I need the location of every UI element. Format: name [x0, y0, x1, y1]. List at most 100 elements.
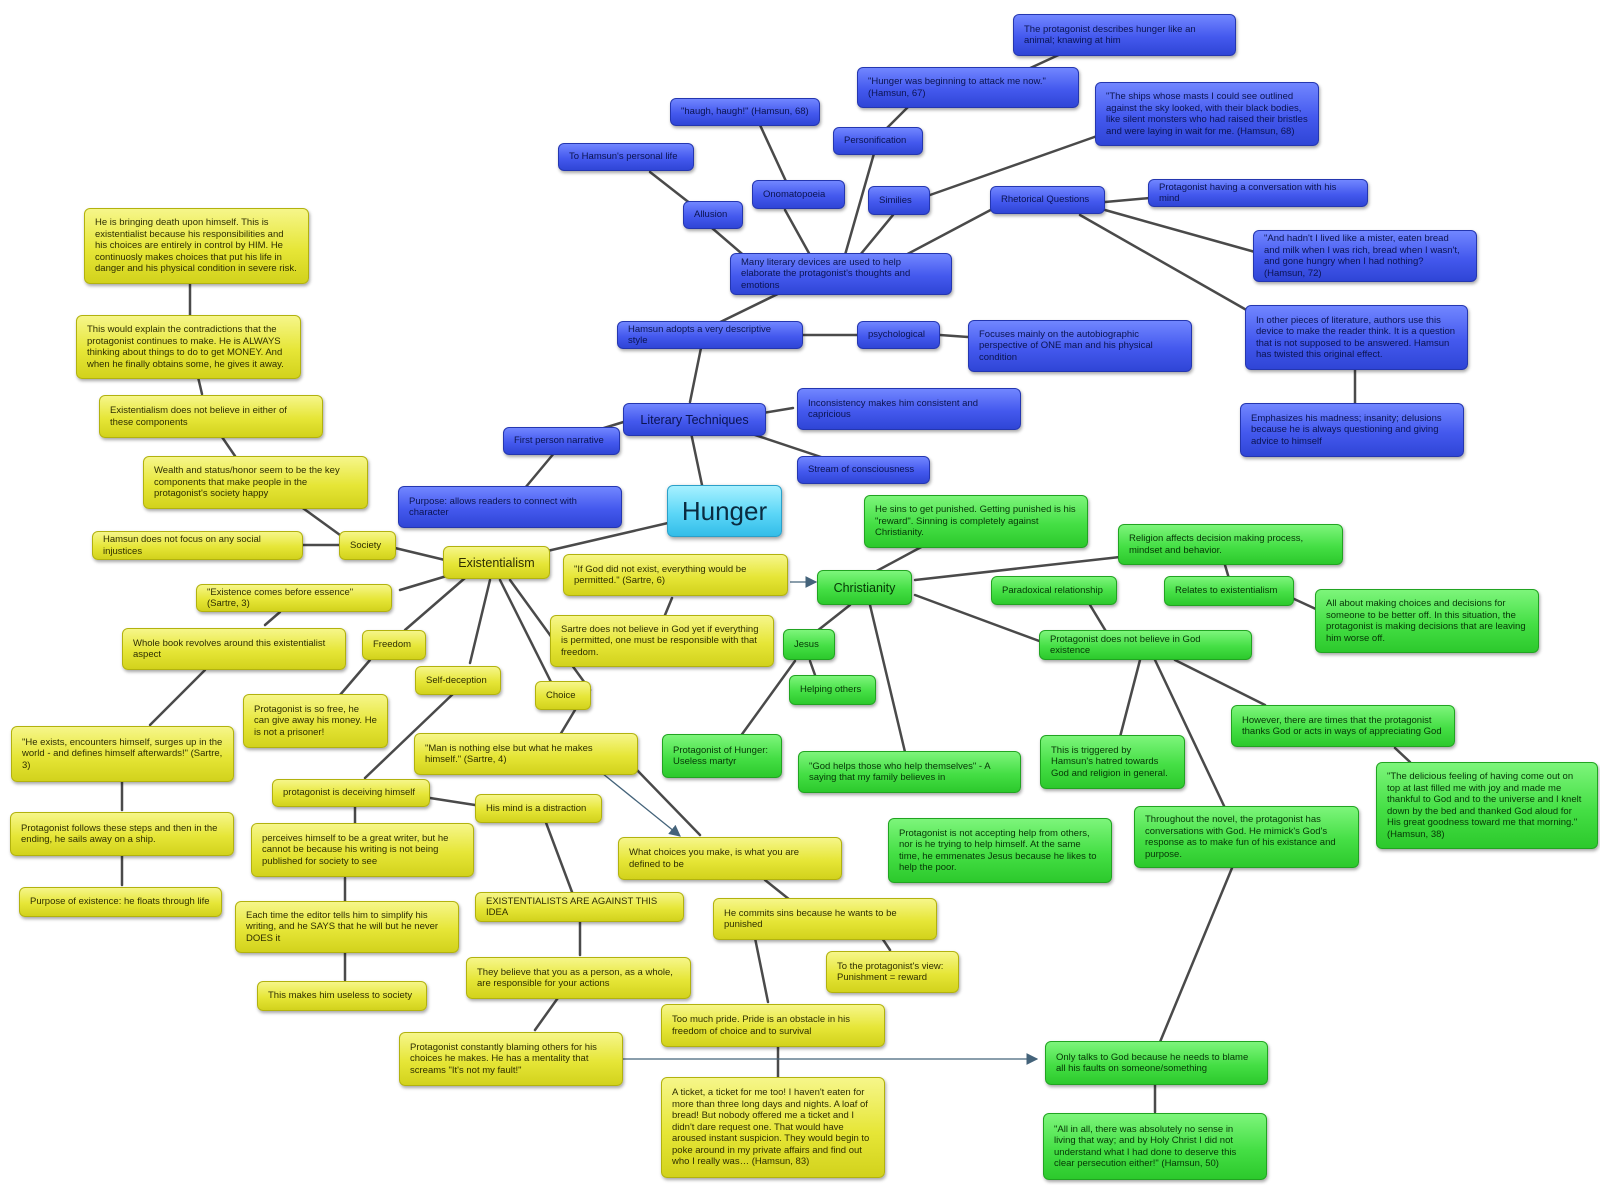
node-hunger-animal[interactable]: The protagonist describes hunger like an…	[1013, 14, 1236, 56]
node-society[interactable]: Society	[339, 531, 396, 560]
link-wealth-society	[298, 504, 342, 537]
node-conversation-mind[interactable]: Protagonist having a conversation with h…	[1148, 179, 1368, 207]
link-hunger-exi	[528, 521, 670, 557]
link-devices-onomat	[783, 208, 812, 257]
link-rhet-other	[1078, 213, 1252, 314]
node-stream-consciousness[interactable]: Stream of consciousness	[797, 456, 930, 484]
node-literary-devices[interactable]: Many literary devices are used to help e…	[730, 253, 952, 295]
link-chr-helps	[868, 603, 907, 754]
node-useless-martyr[interactable]: Protagonist of Hunger: Useless martyr	[662, 734, 782, 778]
node-blaming-others[interactable]: Protagonist constantly blaming others fo…	[399, 1032, 623, 1086]
node-ticket-quote[interactable]: A ticket, a ticket for me too! I haven't…	[661, 1077, 885, 1178]
node-thanks-god[interactable]: However, there are times that the protag…	[1231, 705, 1455, 747]
link-man-choices	[633, 766, 702, 837]
node-against-idea[interactable]: EXISTENTIALISTS ARE AGAINST THIS IDEA	[475, 892, 684, 922]
node-blame-faults[interactable]: Only talks to God because he needs to bl…	[1045, 1041, 1268, 1085]
link-notbelieve-thanks	[1173, 658, 1267, 707]
node-religion-affects[interactable]: Religion affects decision making process…	[1118, 524, 1343, 565]
node-conversations-god[interactable]: Throughout the novel, the protagonist ha…	[1134, 806, 1359, 868]
link-choices-sins	[763, 878, 792, 902]
node-christianity[interactable]: Christianity	[817, 570, 912, 605]
node-existentialism[interactable]: Existentialism	[443, 546, 550, 579]
node-god-helps-quote[interactable]: "God helps those who help themselves" - …	[798, 751, 1021, 793]
node-jesus[interactable]: Jesus	[783, 629, 835, 660]
node-wealth-status[interactable]: Wealth and status/honor seem to be the k…	[143, 456, 368, 509]
node-all-in-all-quote[interactable]: "All in all, there was absolutely no sen…	[1043, 1113, 1267, 1180]
link-lit-descr	[688, 341, 704, 404]
link-notbelieve-throughout	[1153, 658, 1227, 810]
node-deceiving-himself[interactable]: protagonist is deceiving himself	[272, 779, 430, 807]
link-psych-auto	[938, 333, 970, 339]
node-triggered-hatred[interactable]: This is triggered by Hamsun's hatred tow…	[1040, 735, 1185, 789]
node-hunger-attack-quote[interactable]: "Hunger was beginning to attack me now."…	[857, 67, 1079, 108]
node-he-exists-quote[interactable]: "He exists, encounters himself, surges u…	[11, 726, 234, 782]
node-purpose-connect[interactable]: Purpose: allows readers to connect with …	[398, 486, 622, 528]
node-all-about-choices[interactable]: All about making choices and decisions f…	[1315, 589, 1539, 653]
node-commits-sins[interactable]: He commits sins because he wants to be p…	[713, 898, 937, 940]
node-great-writer[interactable]: perceives himself to be a great writer, …	[251, 823, 474, 877]
node-social-injustices[interactable]: Hamsun does not focus on any social inju…	[92, 531, 303, 560]
node-not-believe-god[interactable]: Protagonist does not believe in God exis…	[1039, 630, 1252, 660]
link-freedom-free	[338, 658, 372, 697]
node-choice[interactable]: Choice	[535, 681, 591, 710]
link-mind-against	[543, 818, 574, 894]
node-personification[interactable]: Personification	[833, 127, 923, 155]
node-other-literature[interactable]: In other pieces of literature, authors u…	[1245, 305, 1468, 370]
node-helping-others[interactable]: Helping others	[789, 675, 876, 705]
link-exi-freedom	[403, 576, 467, 632]
node-autobiographic[interactable]: Focuses mainly on the autobiographic per…	[968, 320, 1192, 372]
node-first-person[interactable]: First person narrative	[503, 427, 620, 455]
node-whole-book[interactable]: Whole book revolves around this existent…	[122, 628, 346, 670]
node-mind-distraction[interactable]: His mind is a distraction	[475, 794, 602, 823]
node-allusion[interactable]: Allusion	[683, 201, 743, 229]
node-punishment-reward[interactable]: To the protagonist's view: Punishment = …	[826, 951, 959, 993]
node-self-deception[interactable]: Self-deception	[415, 666, 501, 695]
link-exi-choice	[498, 578, 557, 692]
node-hunger[interactable]: Hunger	[667, 485, 782, 537]
link-rhet-mister	[1103, 208, 1257, 254]
node-hamsun-personal-life[interactable]: To Hamsun's personal life	[558, 143, 694, 171]
link-hunger-lit	[688, 426, 704, 487]
node-choices-define[interactable]: What choices you make, is what you are d…	[618, 837, 842, 880]
node-too-much-pride[interactable]: Too much pride. Pride is an obstacle in …	[661, 1004, 885, 1047]
node-existence-essence-quote[interactable]: "Existence comes before essence" (Sartre…	[196, 584, 392, 612]
node-psychological[interactable]: psychological	[857, 321, 940, 349]
node-neither-components[interactable]: Existentialism does not believe in eithe…	[99, 395, 323, 438]
node-delicious-feeling-quote[interactable]: "The delicious feeling of having come ou…	[1376, 762, 1598, 849]
node-man-nothing-quote[interactable]: "Man is nothing else but what he makes h…	[414, 733, 638, 775]
node-sartre-freedom[interactable]: Sartre does not believe in God yet if ev…	[550, 615, 774, 667]
node-rhetorical-questions[interactable]: Rhetorical Questions	[990, 186, 1105, 214]
node-so-free[interactable]: Protagonist is so free, he can give away…	[243, 694, 388, 748]
node-bringing-death[interactable]: He is bringing death upon himself. This …	[84, 208, 309, 284]
link-godnot-sartre	[663, 596, 674, 617]
node-ships-quote[interactable]: "The ships whose masts I could see outli…	[1095, 82, 1319, 146]
node-mister-quote[interactable]: "And hadn't I lived like a mister, eaten…	[1253, 230, 1477, 282]
node-descriptive-style[interactable]: Hamsun adopts a very descriptive style	[617, 321, 803, 349]
node-relates-existentialism[interactable]: Relates to existentialism	[1164, 576, 1294, 606]
node-haugh-quote[interactable]: "haugh, haugh!" (Hamsun, 68)	[670, 98, 820, 126]
link-neither-wealth	[220, 435, 237, 458]
link-rhet-conv	[1103, 196, 1152, 204]
node-madness[interactable]: Emphasizes his madness; insanity; delusi…	[1240, 403, 1464, 457]
node-onomatopoeia[interactable]: Onomatopoeia	[752, 180, 845, 209]
node-editor-simplify[interactable]: Each time the editor tells him to simpli…	[235, 901, 459, 953]
node-god-not-exist-quote[interactable]: "If God did not exist, everything would …	[563, 554, 788, 596]
link-notbelieve-triggered	[1118, 658, 1142, 739]
node-freedom[interactable]: Freedom	[362, 630, 426, 660]
node-paradoxical[interactable]: Paradoxical relationship	[991, 576, 1117, 605]
link-whole-exists	[148, 668, 207, 727]
node-inconsistency[interactable]: Inconsistency makes him consistent and c…	[797, 388, 1021, 430]
node-purpose-floats[interactable]: Purpose of existence: he floats through …	[19, 887, 222, 917]
node-similies[interactable]: Similies	[868, 186, 930, 215]
node-contradictions[interactable]: This would explain the contradictions th…	[76, 315, 301, 379]
arrow-man-choices	[591, 764, 681, 837]
node-not-accepting-help[interactable]: Protagonist is not accepting help from o…	[888, 818, 1112, 883]
link-exi-selfdec	[468, 578, 492, 665]
node-responsible-actions[interactable]: They believe that you as a person, as a …	[466, 957, 691, 999]
link-devices-rhet	[898, 203, 1002, 260]
node-useless-society[interactable]: This makes him useless to society	[257, 981, 427, 1011]
node-sins-punished[interactable]: He sins to get punished. Getting punishe…	[864, 495, 1088, 548]
node-literary-techniques[interactable]: Literary Techniques	[623, 403, 766, 436]
link-thanks-delicious	[1393, 746, 1412, 764]
node-follows-steps[interactable]: Protagonist follows these steps and then…	[10, 812, 234, 856]
